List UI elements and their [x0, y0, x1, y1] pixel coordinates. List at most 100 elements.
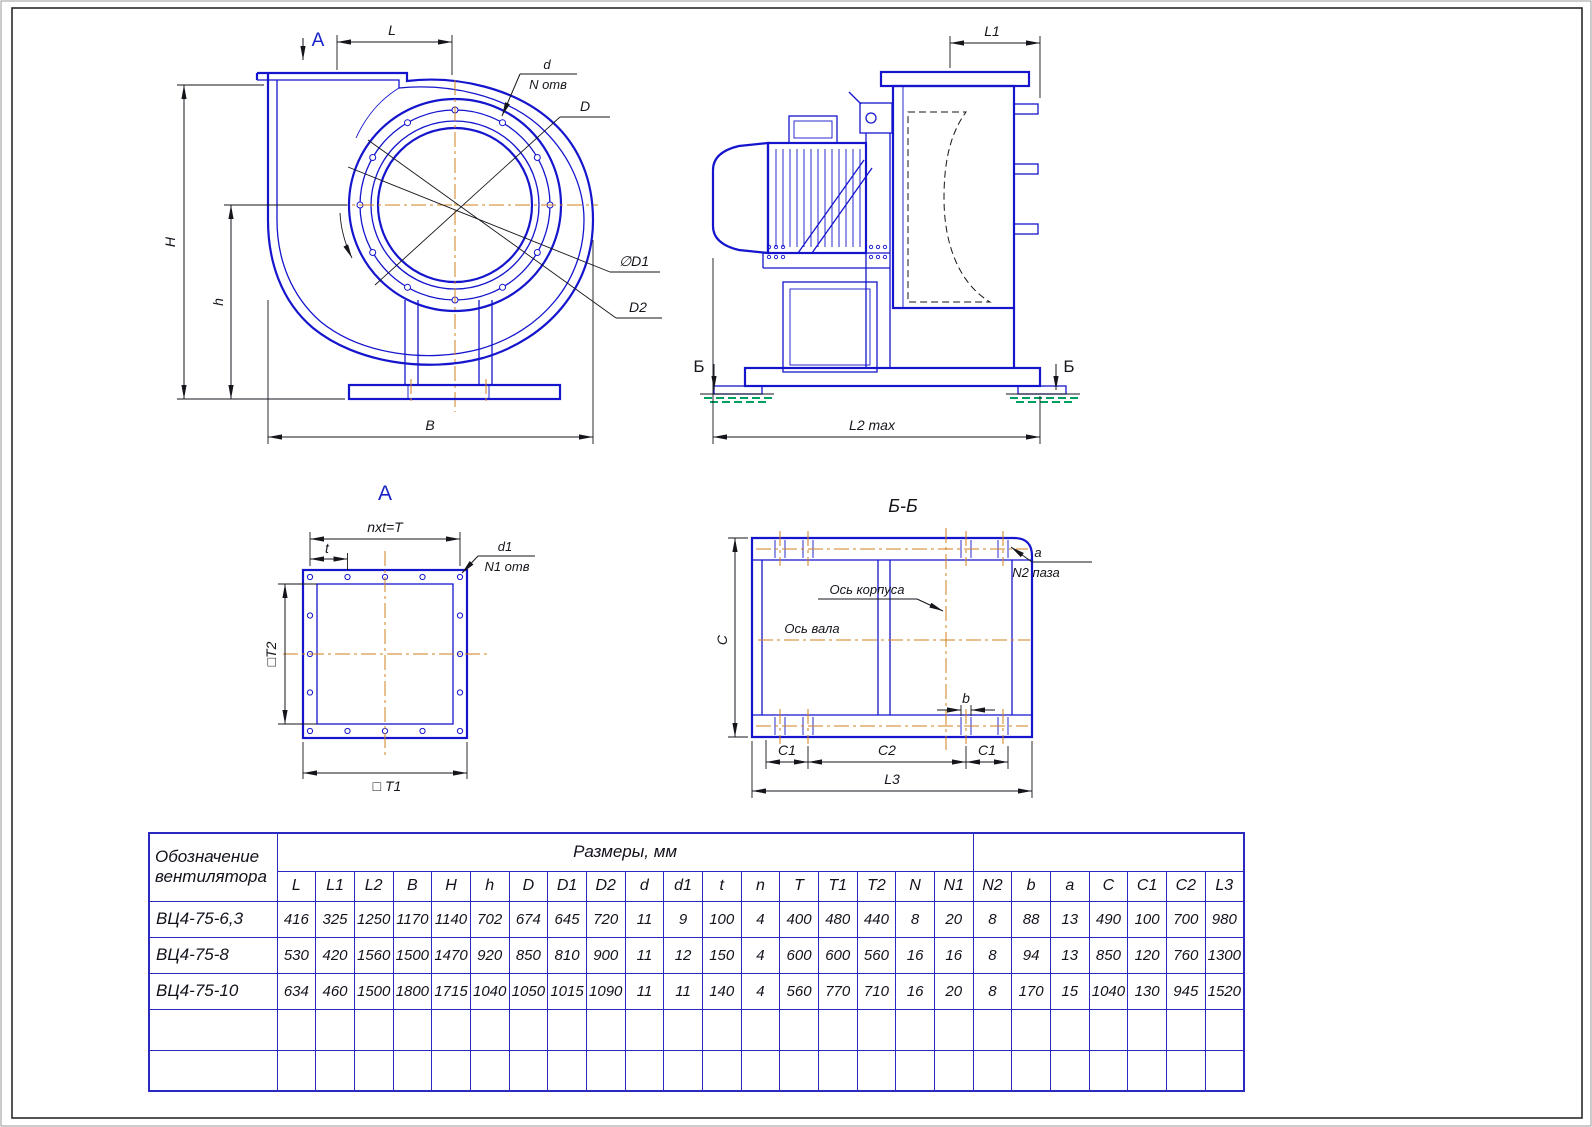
- dim-nxt: nxt=T: [309, 519, 461, 566]
- dimension-value: 480: [817, 900, 858, 938]
- dim-L3-label: L3: [884, 771, 900, 787]
- dimension-value: [856, 1049, 897, 1092]
- callout-n-holes-label: N отв: [529, 77, 567, 92]
- column-header: a: [1049, 870, 1090, 902]
- dimension-value: 1140: [431, 900, 471, 938]
- ground-hatch-right: [1010, 397, 1078, 403]
- dimension-value: [276, 1008, 317, 1051]
- column-header: N1: [933, 870, 974, 902]
- dim-T1: □ T1: [302, 742, 468, 794]
- section-b-letter-left: Б: [693, 357, 704, 376]
- dimension-value: 11: [663, 972, 703, 1010]
- dimension-value: [701, 1049, 742, 1092]
- column-header: C: [1088, 870, 1129, 902]
- dimension-value: [469, 1008, 510, 1051]
- fan-scroll-casing: [255, 71, 595, 366]
- dimension-value: 900: [585, 936, 626, 974]
- dimension-value: [392, 1049, 433, 1092]
- callout-n1-holes-label: N1 отв: [484, 559, 529, 574]
- fan-designation: ВЦ4-75-8: [148, 936, 278, 974]
- dimension-value: [701, 1008, 742, 1051]
- dimension-value: 100: [701, 900, 742, 938]
- dimension-value: 1715: [431, 972, 471, 1010]
- dimension-value: [895, 1008, 935, 1051]
- designation-header-line1: Обозначение: [155, 847, 260, 867]
- dimension-value: 702: [469, 900, 510, 938]
- dim-C1-C2-row: C1 C2 C1: [765, 740, 1009, 769]
- dimension-value: 20: [933, 900, 974, 938]
- dimension-value: 850: [1088, 936, 1129, 974]
- dimension-value: 420: [315, 936, 355, 974]
- view-a: А nxt=T t d1 N1 отв: [263, 482, 535, 794]
- dim-L: L: [336, 22, 453, 75]
- fan-designation: ВЦ4-75-6,3: [148, 900, 278, 938]
- dimension-value: 8: [972, 900, 1013, 938]
- dimension-value: 130: [1127, 972, 1167, 1010]
- dim-L-label: L: [388, 22, 396, 38]
- dimension-value: [508, 1049, 549, 1092]
- mounting-slots: [774, 540, 1009, 735]
- column-header: C2: [1165, 870, 1206, 902]
- column-header: d1: [663, 870, 703, 902]
- dim-H-label: H: [162, 236, 178, 247]
- dimension-value: 1050: [508, 972, 549, 1010]
- dim-b-label: b: [962, 690, 970, 706]
- dimension-value: [315, 1008, 355, 1051]
- dimension-value: 634: [276, 972, 317, 1010]
- dimension-value: [547, 1049, 587, 1092]
- column-header: T: [779, 870, 819, 902]
- dimension-value: 16: [895, 972, 935, 1010]
- column-header: N: [895, 870, 935, 902]
- column-header: D: [508, 870, 549, 902]
- column-header: B: [392, 870, 433, 902]
- base-frame-side: [700, 366, 1080, 403]
- column-header: h: [469, 870, 510, 902]
- dim-t-label: t: [325, 540, 330, 556]
- dimension-value: 760: [1165, 936, 1206, 974]
- dimension-value: [1127, 1008, 1167, 1051]
- centerlines: [333, 80, 598, 412]
- dimension-value: 140: [701, 972, 742, 1010]
- dimension-value: 15: [1049, 972, 1090, 1010]
- dimension-value: [431, 1008, 471, 1051]
- dimension-value: [392, 1008, 433, 1051]
- dimension-value: 560: [856, 936, 897, 974]
- dim-B: В: [267, 240, 594, 444]
- section-bb-title: Б-Б: [888, 496, 918, 516]
- dimension-value: [547, 1008, 587, 1051]
- dimension-value: 1250: [353, 900, 394, 938]
- section-bb: Б-Б a N2 паза Ось корпуса Ось ва: [714, 496, 1092, 798]
- dimension-value: [740, 1049, 781, 1092]
- table-header-row: Обозначение вентилятора Размеры, мм: [148, 832, 1245, 902]
- column-header: L2: [353, 870, 394, 902]
- dimension-value: 440: [856, 900, 897, 938]
- column-header: n: [740, 870, 781, 902]
- dimension-value: 4: [740, 972, 781, 1010]
- dimension-value: [663, 1008, 703, 1051]
- dimension-value: [1165, 1008, 1206, 1051]
- dimension-value: 8: [895, 900, 935, 938]
- dimension-value: [779, 1008, 819, 1051]
- dim-L1-label: L1: [984, 23, 1000, 39]
- dimension-value: 700: [1165, 900, 1206, 938]
- bearing-pedestal: [848, 91, 893, 368]
- table-row: [148, 1008, 1245, 1051]
- dim-T1-label: □ T1: [373, 778, 402, 794]
- dimension-value: [663, 1049, 703, 1092]
- dimension-value: 16: [895, 936, 935, 974]
- section-b-letter-right: Б: [1063, 357, 1074, 376]
- designation-header-line2: вентилятора: [155, 867, 267, 887]
- dim-nxt-label: nxt=T: [367, 519, 404, 535]
- view-a-title: А: [378, 482, 392, 505]
- column-header: C1: [1127, 870, 1167, 902]
- column-header: L: [276, 870, 317, 902]
- dim-C: C: [714, 537, 748, 738]
- callout-n2-slots-label: N2 паза: [1012, 565, 1059, 580]
- dimension-value: 1470: [431, 936, 471, 974]
- callout-a-label: a: [1034, 545, 1041, 560]
